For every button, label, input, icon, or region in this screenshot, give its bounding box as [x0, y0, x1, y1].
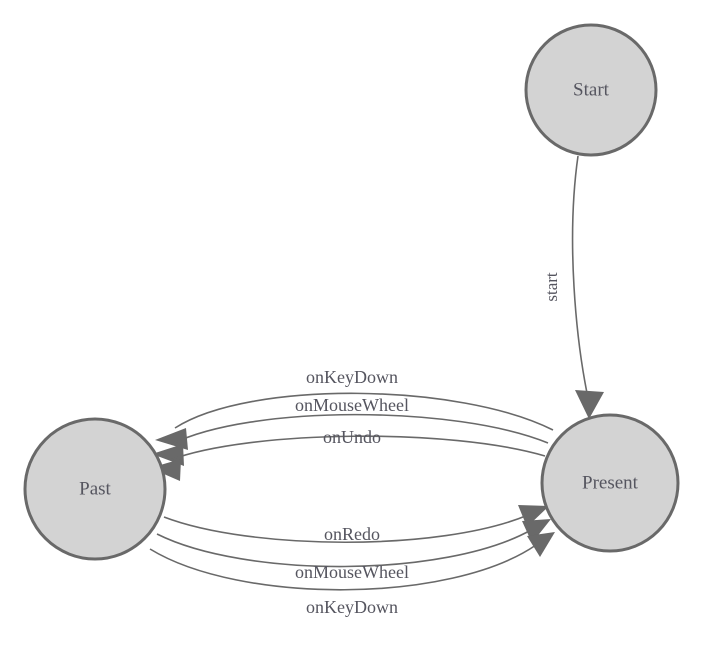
edge-start-to-present-label: start	[542, 272, 561, 302]
node-past-circle	[23, 417, 167, 561]
node-present[interactable]: Present	[540, 413, 680, 553]
edge-present-to-past-onundo-label: onUndo	[323, 427, 381, 447]
edge-present-to-past-onundo-path	[169, 435, 546, 461]
edge-past-to-present-onkeydown-label: onKeyDown	[306, 597, 398, 617]
edge-past-to-present-onmousewheel[interactable]: onMouseWheel	[156, 519, 551, 582]
edge-start-to-present[interactable]: start	[542, 155, 604, 419]
edge-present-to-past-onkeydown-label: onKeyDown	[306, 367, 398, 387]
node-start-circle	[524, 23, 658, 157]
edge-past-to-present-onredo-label: onRedo	[324, 524, 380, 544]
edge-past-to-present-onmousewheel-path	[156, 529, 532, 568]
edge-past-to-present-onmousewheel-label: onMouseWheel	[295, 562, 409, 582]
edge-present-to-past-onkeydown[interactable]: onKeyDown	[155, 367, 554, 450]
edge-present-to-past-onkeydown-path	[174, 392, 554, 431]
edge-start-to-present-arrowhead	[575, 390, 604, 419]
node-present-label: Present	[582, 472, 639, 493]
edge-past-to-present-onmousewheel-arrowhead	[522, 519, 551, 543]
edge-present-to-past-onkeydown-arrowhead	[155, 428, 188, 450]
edge-present-to-past-onmousewheel-label: onMouseWheel	[295, 395, 409, 415]
edge-past-to-present-onredo-path	[163, 514, 529, 544]
node-present-circle	[540, 413, 680, 553]
edge-present-to-past-onundo-arrowhead	[150, 459, 181, 481]
edge-past-to-present-onkeydown[interactable]: onKeyDown	[149, 532, 555, 617]
edge-past-to-present-onkeydown-path	[149, 544, 537, 591]
edge-present-to-past-onundo[interactable]: onUndo	[150, 427, 546, 481]
edge-present-to-past-onmousewheel-path	[171, 413, 549, 445]
edge-past-to-present-onkeydown-arrowhead	[527, 532, 555, 557]
edge-start-to-present-path	[571, 155, 589, 399]
node-start[interactable]: Start	[524, 23, 658, 157]
node-start-label: Start	[573, 79, 610, 100]
edge-past-to-present-onredo[interactable]: onRedo	[163, 505, 549, 544]
node-past-label: Past	[79, 478, 111, 499]
node-past[interactable]: Past	[23, 417, 167, 561]
